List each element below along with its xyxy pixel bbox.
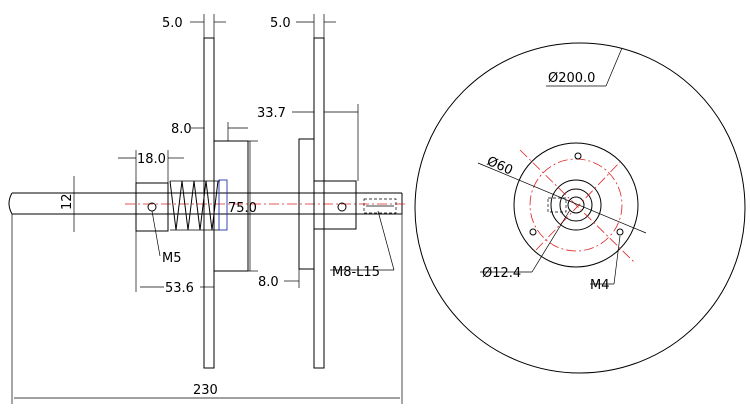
dim-hub-offset: 8.0 [171,122,248,141]
label-plate-thickness-right: 5.0 [270,16,291,31]
label-hub-offset: 8.0 [171,122,192,137]
bolt-circle [529,158,623,252]
label-spacer-length: 33.7 [257,106,286,121]
label-plate-thickness-left: 5.0 [162,16,183,31]
front-view: Ø200.0 Ø60 Ø12.4 M4 [414,42,746,374]
left-coupling-block [135,182,169,232]
left-hub [213,140,249,272]
dim-bolt-thread: M4 [590,235,621,293]
bolt-hole-left [529,228,537,236]
dim-bore-diameter: Ø12.4 [480,209,571,281]
dim-hub-offset-bottom: 8.0 [258,269,300,290]
right-coupling-block [313,180,397,230]
bolt-hole-top [574,152,582,160]
dim-spring-length: 53.6 [135,231,214,296]
label-spring-length: 53.6 [165,281,194,296]
side-view: 5.0 5.0 8.0 33.7 [8,14,408,404]
dim-disc-diameter: Ø200.0 [546,47,623,87]
label-bore-diameter: Ø12.4 [482,266,521,281]
label-bolt-thread: M4 [590,278,610,293]
disc-outline [414,42,746,374]
label-thread-right: M8-L15 [332,265,380,280]
label-thread-left: M5 [162,251,182,266]
dim-plate-thickness-right: 5.0 [270,14,336,38]
label-hub-height: 75.0 [228,201,257,216]
dim-plate-thickness-left: 5.0 [162,14,226,38]
dim-shaft-diameter: 12 [60,176,80,232]
label-spring-block: 18.0 [137,152,166,167]
right-plate [313,37,325,369]
spring [169,179,228,231]
hub-boss [550,179,602,231]
dim-hub-height: 75.0 [228,140,258,272]
dim-spacer-length: 33.7 [257,104,359,181]
dim-thread-right: M8-L15 [330,210,395,280]
bolt-hole-right [616,228,624,236]
dim-thread-left: M5 [151,210,182,266]
threaded-hole [363,198,397,214]
dim-spring-block: 18.0 [118,150,184,183]
label-shaft-diameter: 12 [60,193,75,210]
label-bolt-circle: Ø60 [484,154,515,179]
label-hub-offset-bottom: 8.0 [258,275,279,290]
label-disc-diameter: Ø200.0 [548,71,595,86]
bore-outer [559,188,593,222]
keyway [547,197,567,213]
label-total-length: 230 [193,383,218,398]
hub-flange [513,142,639,268]
dim-total-length: 230 [11,214,403,404]
bore [567,196,585,214]
